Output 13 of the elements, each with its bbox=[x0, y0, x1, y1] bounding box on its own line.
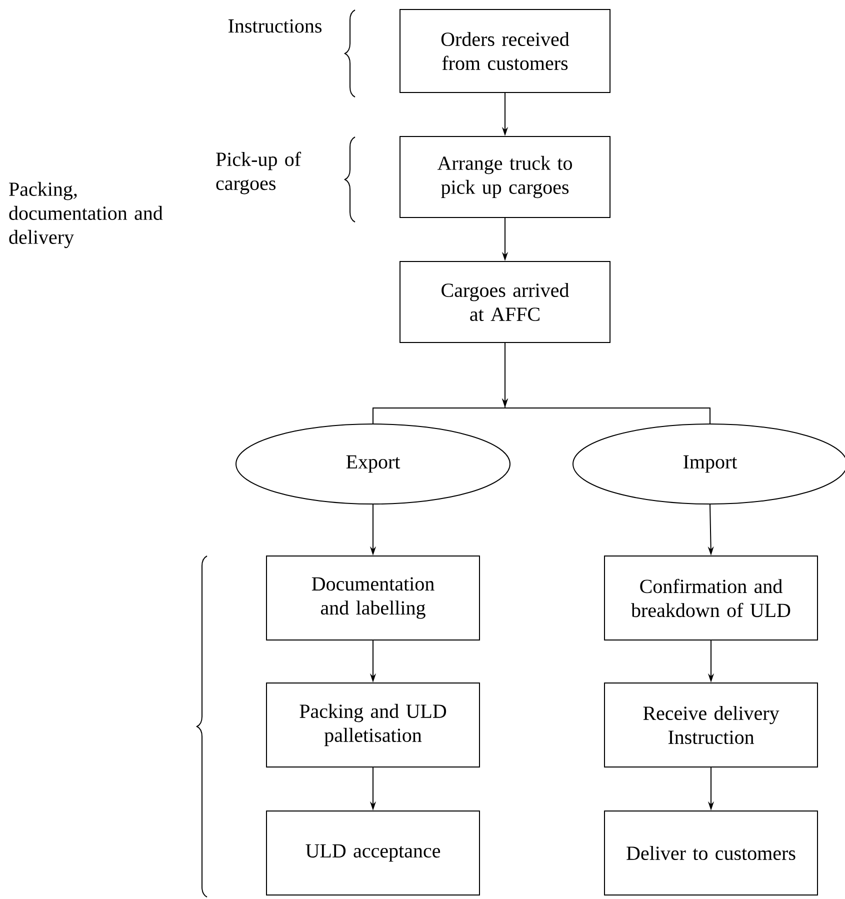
process-box: Confirmation and breakdown of ULD bbox=[604, 556, 818, 640]
side-label: Instructions bbox=[228, 19, 322, 33]
process-box: Cargoes arrived at AFFC bbox=[400, 261, 610, 343]
oval: Export bbox=[236, 424, 510, 504]
process-box: ULD acceptance bbox=[266, 810, 480, 896]
process-box: Documentation and labelling bbox=[266, 556, 480, 640]
process-box: Arrange truck to pick up cargoes bbox=[400, 136, 610, 218]
process-box: Receive delivery Instruction bbox=[604, 682, 818, 768]
process-box: Deliver to customers bbox=[604, 810, 818, 896]
process-box: Packing and ULD palletisation bbox=[266, 682, 480, 768]
side-label: Pick-up of cargoes bbox=[216, 152, 302, 194]
side-label: Packing, documentation and delivery bbox=[9, 182, 163, 248]
process-box: Orders received from customers bbox=[400, 9, 610, 93]
